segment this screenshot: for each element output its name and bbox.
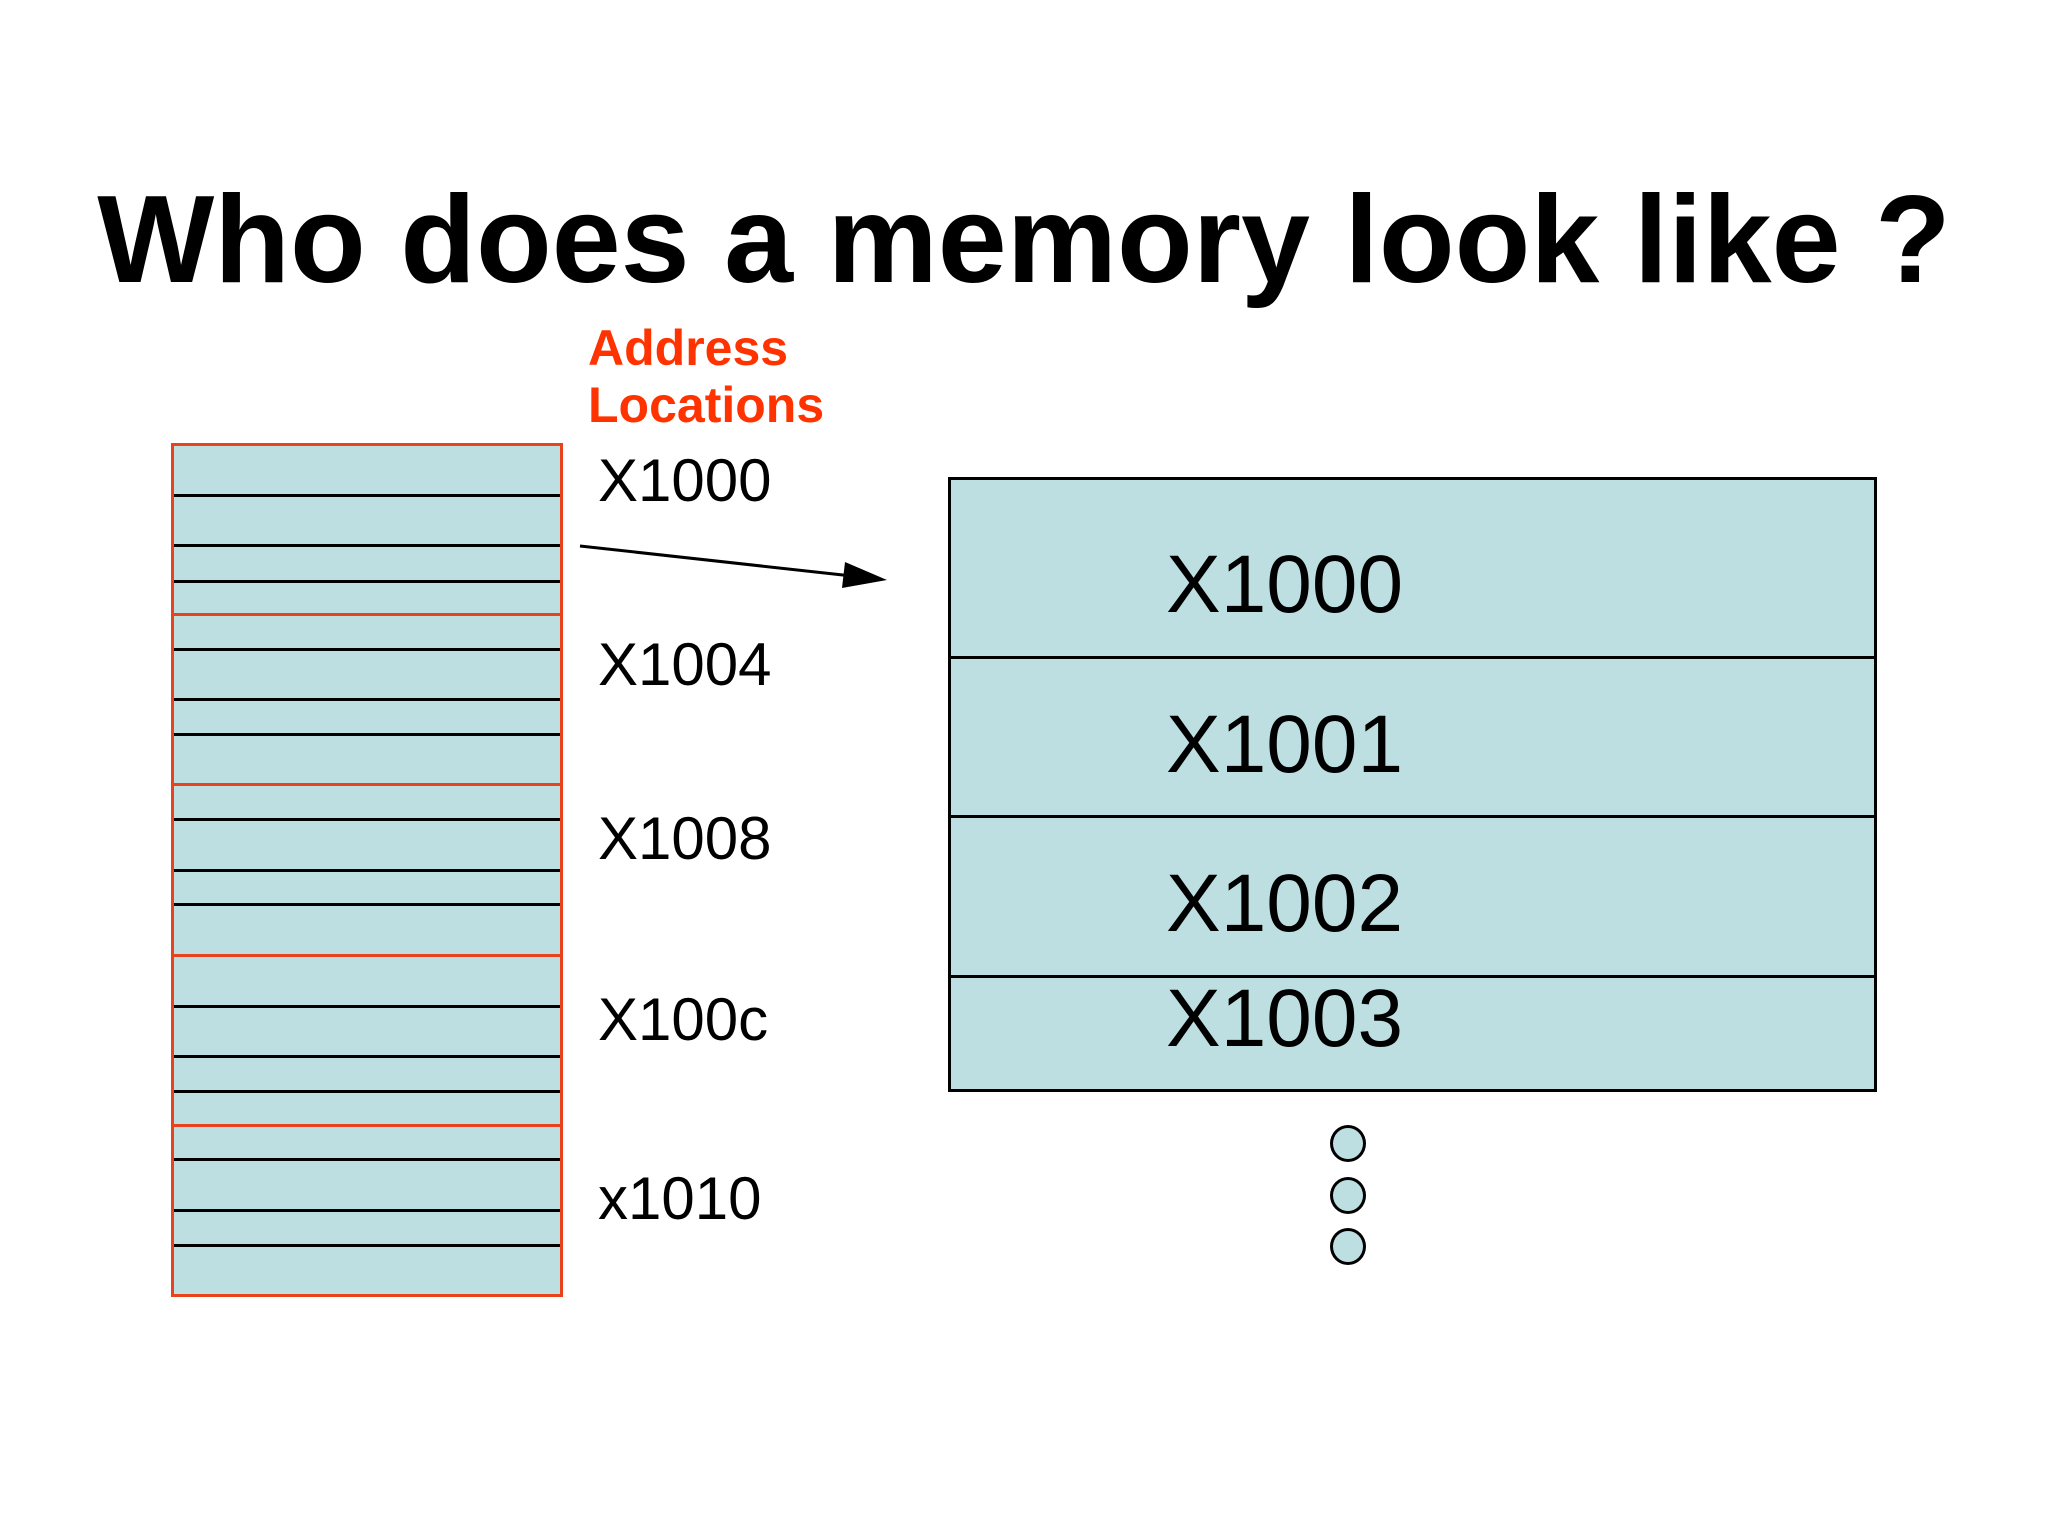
address-locations-line1: Address xyxy=(588,320,789,376)
memory-byte-cell xyxy=(174,903,560,953)
memory-byte-cell xyxy=(174,868,560,904)
memory-word-group-x1010 xyxy=(174,1123,560,1294)
memory-byte-cell xyxy=(174,446,560,494)
memory-column xyxy=(171,443,563,1297)
memory-byte-cell xyxy=(174,494,560,544)
address-locations-line2: Locations xyxy=(588,377,825,433)
byte-row-x1003: X1003 xyxy=(951,974,1874,1090)
memory-byte-cell xyxy=(174,1243,560,1294)
address-label-x1004: X1004 xyxy=(598,631,772,698)
memory-byte-cell xyxy=(174,579,560,614)
address-label-x1010: x1010 xyxy=(598,1165,762,1232)
memory-word-group-x1000 xyxy=(174,446,560,613)
memory-word-group-x1004 xyxy=(174,613,560,783)
address-label-x1008: X1008 xyxy=(598,805,772,872)
memory-byte-cell xyxy=(174,1054,560,1090)
memory-byte-cell xyxy=(174,1090,560,1124)
memory-byte-cell xyxy=(174,786,560,818)
ellipsis-dot-icon xyxy=(1330,1177,1366,1214)
ellipsis-dot-icon xyxy=(1330,1228,1366,1265)
memory-word-group-x1008 xyxy=(174,783,560,953)
expanded-word-box: X1000 X1001 X1002 X1003 xyxy=(948,477,1877,1092)
memory-byte-cell xyxy=(174,957,560,1005)
byte-row-x1001: X1001 xyxy=(951,655,1874,816)
slide-title: Who does a memory look like ? xyxy=(97,171,1951,309)
memory-byte-cell xyxy=(174,1208,560,1244)
memory-byte-cell xyxy=(174,698,560,733)
memory-byte-cell xyxy=(174,616,560,648)
memory-byte-cell xyxy=(174,544,560,579)
byte-row-x1000: X1000 xyxy=(1166,539,1404,630)
memory-byte-cell xyxy=(174,1158,560,1208)
memory-byte-cell xyxy=(174,1127,560,1159)
memory-byte-cell xyxy=(174,818,560,868)
memory-byte-cell xyxy=(174,1004,560,1055)
mapping-arrow-icon xyxy=(579,544,887,588)
ellipsis-dot-icon xyxy=(1330,1125,1366,1162)
address-locations-label: Address Locations xyxy=(588,320,824,434)
address-label-x100c: X100c xyxy=(598,986,769,1053)
byte-row-x1002: X1002 xyxy=(951,815,1874,975)
memory-word-group-x100c xyxy=(174,953,560,1124)
address-label-x1000: X1000 xyxy=(598,447,772,514)
memory-byte-cell xyxy=(174,732,560,783)
memory-byte-cell xyxy=(174,647,560,698)
arrowhead xyxy=(842,562,887,588)
